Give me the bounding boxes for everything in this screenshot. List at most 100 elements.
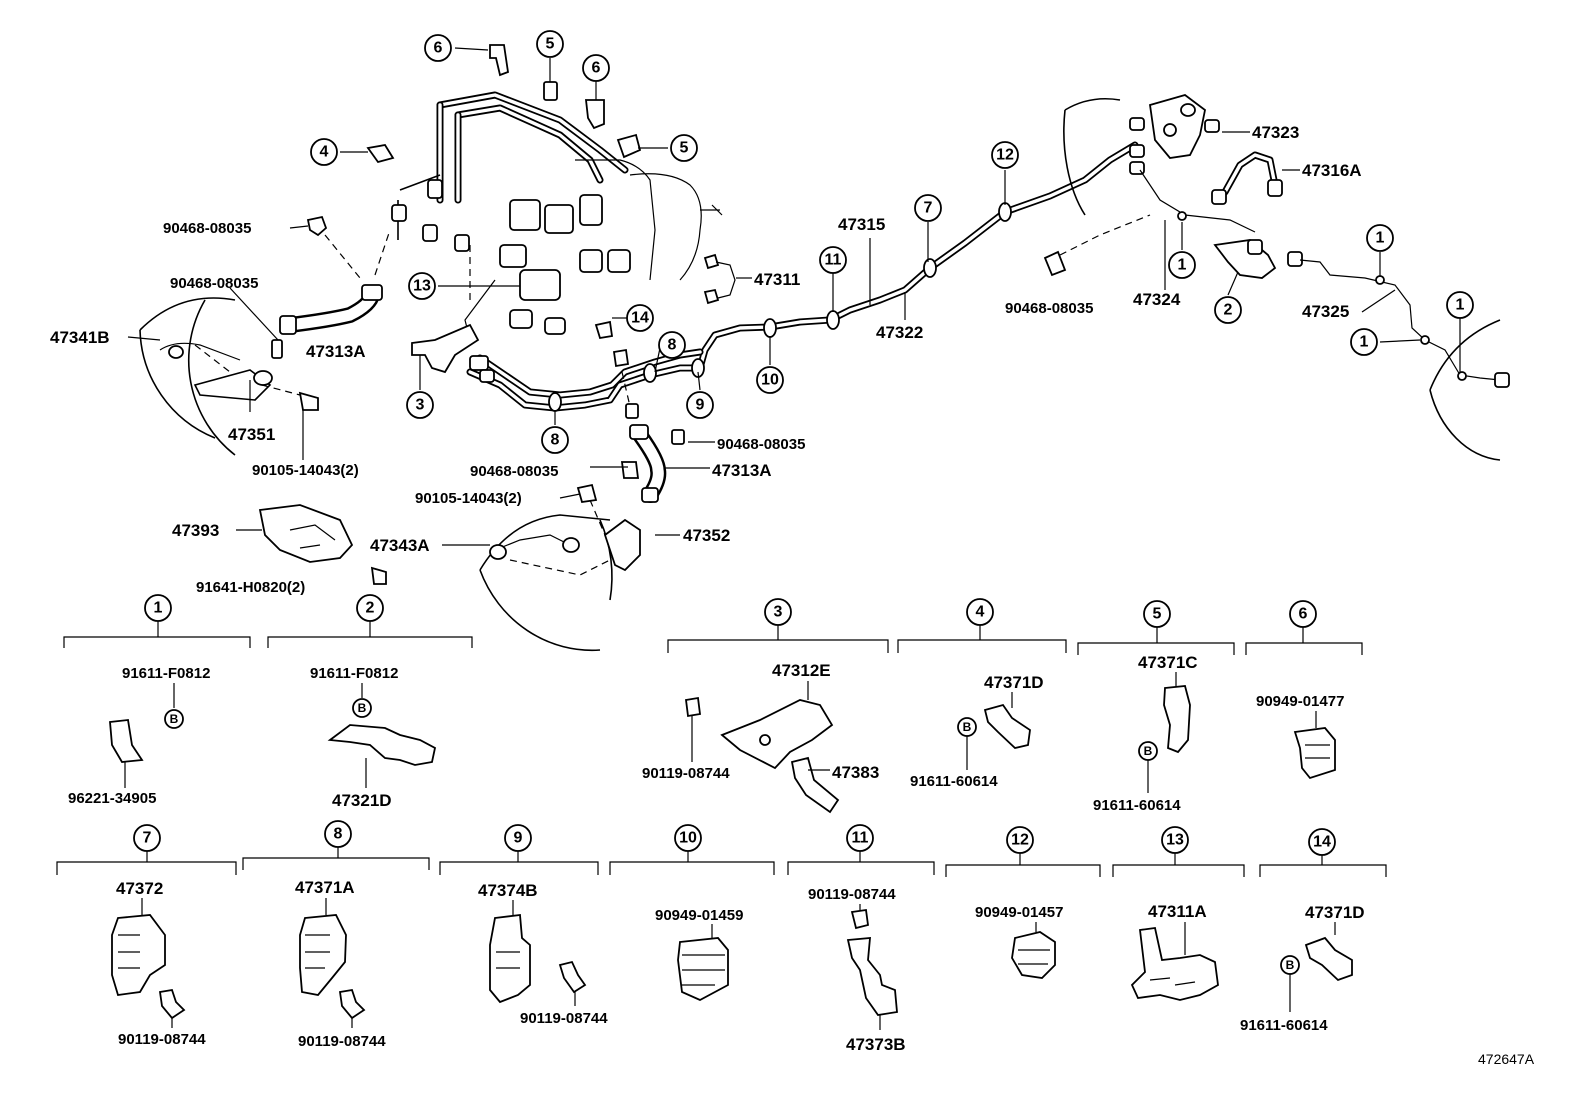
svg-text:47372: 47372 [116,879,163,898]
flex-hose-front-left [279,229,391,335]
svg-text:96221-34905: 96221-34905 [68,790,156,807]
label-90468-08035-rear: 90468-08035 [1005,300,1093,317]
svg-text:3: 3 [774,604,783,621]
svg-text:3: 3 [416,397,425,414]
detail-14: 14 47371D B 91611-60614 [1240,828,1387,1034]
svg-text:47321D: 47321D [332,791,392,810]
front-right-brake-disc [479,483,641,652]
bolt-90119-7-icon [158,988,186,1020]
svg-text:6: 6 [592,60,601,77]
callout-14: 14 [626,304,654,332]
bolt-90119-icon [684,696,702,718]
callout-1-c: 1 [1446,291,1474,319]
svg-text:10: 10 [761,372,779,389]
callout-12: 12 [991,141,1019,169]
callout-13: 13 [408,272,436,300]
svg-text:47311A: 47311A [1148,902,1207,921]
label-47351: 47351 [228,425,275,444]
svg-text:47312E: 47312E [772,661,831,680]
detail-9: 9 47374B 90119-08744 [439,824,608,1027]
callout-1-b: 1 [1366,224,1394,252]
svg-text:5: 5 [546,36,555,53]
svg-text:1: 1 [1178,257,1187,274]
callout-3: 3 [406,391,434,419]
flex-hose-front-right [620,424,685,503]
svg-text:90119-08744: 90119-08744 [298,1033,386,1050]
clip-6-mid-icon [584,99,605,130]
clip-4-icon [366,144,395,164]
bracket-47373B-icon [846,937,898,1016]
detail-6: 6 90949-01477 [1245,600,1363,780]
svg-text:4: 4 [976,604,985,621]
detail-2: 2 91611-F0812 B 47321D [267,594,473,810]
svg-text:90119-08744: 90119-08744 [520,1010,608,1027]
callout-5-a: 5 [536,30,564,58]
bracket-47321D-icon [327,724,437,766]
svg-text:47383: 47383 [832,763,879,782]
label-90468-08035-a: 90468-08035 [163,220,251,237]
label-90468-08035-b: 90468-08035 [170,275,258,292]
svg-text:47371D: 47371D [984,673,1044,692]
callout-8-a: 8 [658,331,686,359]
clip-90468-icon [306,215,328,237]
svg-text:14: 14 [1313,834,1331,851]
clip-small-icon [271,339,283,359]
clip-96221-icon [109,719,144,763]
callout-11: 11 [819,246,847,274]
svg-text:47371A: 47371A [295,878,355,897]
clip-47371D-icon [983,703,1031,749]
clip-5-top-icon [543,81,558,101]
clip-47371C-icon [1163,685,1191,754]
clip-5-mid-icon [616,133,642,159]
svg-text:6: 6 [1299,606,1308,623]
label-47315: 47315 [838,215,885,234]
svg-text:47371C: 47371C [1138,653,1198,672]
detail-1: 1 91611-F0812 B 96221-34905 [63,594,251,807]
svg-text:B: B [358,701,367,715]
svg-text:90119-08744: 90119-08744 [808,886,896,903]
svg-text:8: 8 [334,826,343,843]
callout-4: 4 [310,138,338,166]
callout-10: 10 [756,366,784,394]
svg-text:47374B: 47374B [478,881,538,900]
callout-6-b: 6 [582,54,610,82]
fitting-47311-icon [703,253,720,270]
svg-text:1: 1 [1456,297,1465,314]
clip-47311A-icon [1130,926,1219,1001]
label-90468-08035-c: 90468-08035 [717,436,805,453]
detail-5: 5 47371C B 91611-60614 [1077,600,1235,814]
detail-10: 10 90949-01459 [609,824,775,1002]
svg-text:90119-08744: 90119-08744 [642,765,730,782]
label-47341B: 47341B [50,328,110,347]
clip-47372-icon [111,914,166,996]
bracket-47393-icon [258,504,354,563]
svg-text:13: 13 [413,278,431,295]
svg-text:9: 9 [514,830,523,847]
svg-text:9: 9 [696,397,705,414]
label-47323: 47323 [1252,123,1299,142]
callout-8-b: 8 [541,426,569,454]
svg-text:2: 2 [366,600,375,617]
callout-1-a: 1 [1168,251,1196,279]
svg-text:4: 4 [320,144,329,161]
detail-11: 11 90119-08744 47373B [787,824,935,1054]
svg-text:5: 5 [680,140,689,157]
clip-90949-01459-icon [677,937,729,1002]
clip-47371D-14-icon [1304,936,1353,982]
leader-lines [127,47,1461,546]
clip-mid-icon [612,348,630,368]
label-90105-14043-right: 90105-14043(2) [415,490,522,507]
label-90468-08035-d: 90468-08035 [470,463,558,480]
clip-90949-01457-icon [1011,931,1056,979]
svg-text:47373B: 47373B [846,1035,906,1054]
bracket-3-icon [411,323,480,374]
svg-text:6: 6 [434,40,443,57]
label-47325: 47325 [1302,302,1349,321]
rear-brake-assembly [1043,94,1510,461]
svg-text:2: 2 [1224,302,1233,319]
svg-text:91611-60614: 91611-60614 [910,773,998,790]
svg-text:14: 14 [631,310,649,327]
svg-text:12: 12 [1011,832,1029,849]
label-90105-14043-left: 90105-14043(2) [252,462,359,479]
